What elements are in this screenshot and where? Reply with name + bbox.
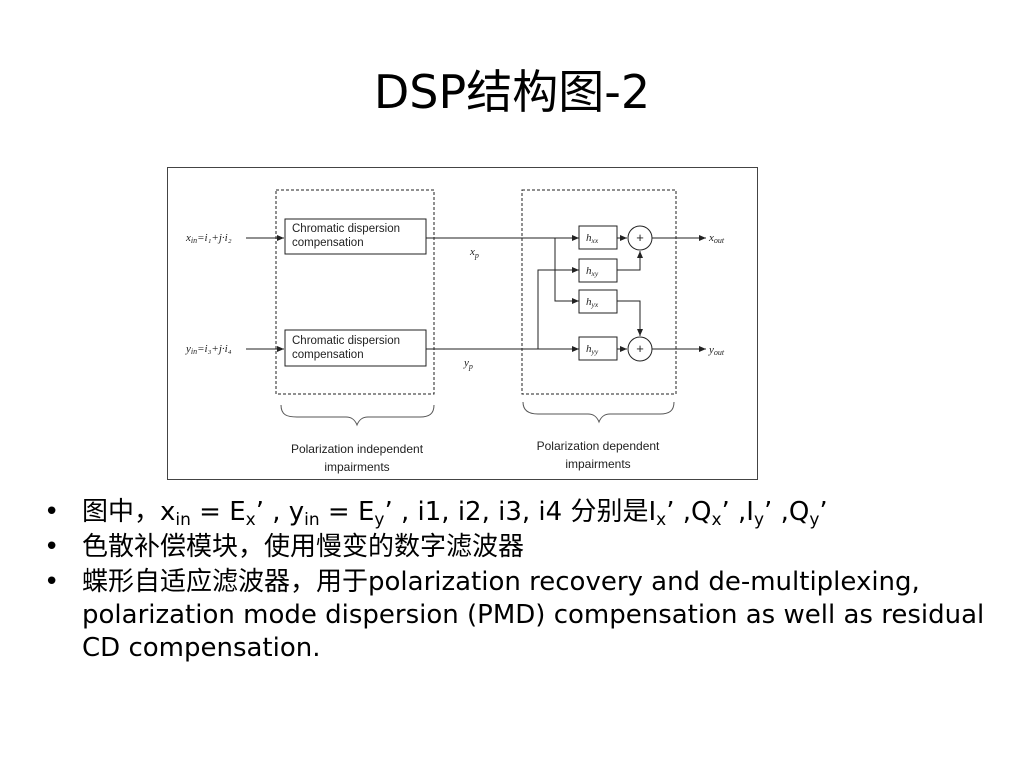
cd-block-y-line1: Chromatic dispersion (292, 335, 400, 347)
bullet-1-text: ’ ,Q (666, 497, 712, 527)
group-right-label-line1: Polarization dependent (537, 439, 660, 453)
bullet-1-text: ’ (819, 497, 828, 527)
bullet-1-text: = E (319, 497, 375, 527)
adder-x-symbol: + (636, 230, 644, 245)
group-left-label-line2: impairments (324, 460, 389, 474)
cd-group-box (275, 189, 435, 395)
output-y-label: yout (708, 344, 725, 357)
filter-hxy-label: hxy (586, 265, 599, 278)
bullet-1-text: ’ ,I (721, 497, 754, 527)
bullet-3-text: 蝶形自适应滤波器，用于polarization recovery and de-… (82, 567, 985, 663)
branch-x-to-hyx (554, 238, 579, 304)
hxy-to-adder (617, 251, 643, 271)
cd-block-y-line2: compensation (292, 349, 364, 361)
adder-y-symbol: + (636, 341, 644, 356)
bullet-list: • 图中，xin = Ex’ , yin = Ey’ , i1, i2, i3,… (40, 496, 1000, 667)
diagram-canvas: xin=i₁+j·i₂ yin=i₃+j·i₄ Chromatic disper… (185, 189, 725, 474)
subscript: in (304, 510, 320, 530)
group-left-label-line1: Polarization independent (291, 442, 424, 456)
filter-hyy-label: hyy (586, 343, 599, 356)
subscript: x (245, 510, 256, 530)
bullet-item-3: • 蝶形自适应滤波器，用于polarization recovery and d… (40, 566, 1000, 665)
subscript: y (809, 510, 820, 530)
bullet-1-text: ’ , y (255, 497, 305, 527)
xp-label: xp (469, 246, 479, 260)
yp-label: yp (463, 357, 473, 371)
brace-right (522, 401, 675, 424)
subscript: in (175, 510, 191, 530)
cd-block-x-line1: Chromatic dispersion (292, 223, 400, 235)
dsp-block-diagram: xin=i₁+j·i₂ yin=i₃+j·i₄ Chromatic disper… (167, 167, 758, 480)
cd-block-y (284, 329, 427, 367)
bullet-marker: • (44, 567, 60, 597)
bullet-1-text: 图中，x (82, 497, 176, 527)
output-x-label: xout (708, 232, 725, 245)
bullet-marker: • (44, 532, 60, 562)
slide-title: DSP结构图-2 (373, 65, 651, 119)
filter-hyx-label: hyx (586, 296, 599, 309)
subscript: x (656, 510, 667, 530)
bullet-2-text: 色散补偿模块，使用慢变的数字滤波器 (82, 532, 525, 562)
bullet-item-2: • 色散补偿模块，使用慢变的数字滤波器 (40, 531, 1000, 564)
input-y-label: yin=i₃+j·i₄ (185, 343, 232, 356)
butterfly-group-box (521, 189, 677, 395)
hyx-to-adder (617, 300, 643, 336)
bullet-1-text: ’ ,Q (764, 497, 810, 527)
bullet-marker: • (44, 497, 60, 527)
filter-hxx-label: hxx (586, 232, 599, 245)
bullet-item-1: • 图中，xin = Ex’ , yin = Ey’ , i1, i2, i3,… (40, 496, 1000, 529)
group-right-label-line2: impairments (565, 457, 630, 471)
subscript: y (374, 510, 385, 530)
subscript: y (753, 510, 765, 530)
brace-left (280, 404, 435, 427)
cd-block-x-line2: compensation (292, 237, 364, 249)
input-x-label: xin=i₁+j·i₂ (185, 232, 232, 245)
branch-y-to-hxy (537, 267, 579, 349)
bullet-1-text: = E (190, 497, 246, 527)
cd-block-x (284, 218, 427, 255)
bullet-1-text: ’ , i1, i2, i3, i4 分别是I (384, 497, 657, 527)
subscript: x (711, 510, 722, 530)
